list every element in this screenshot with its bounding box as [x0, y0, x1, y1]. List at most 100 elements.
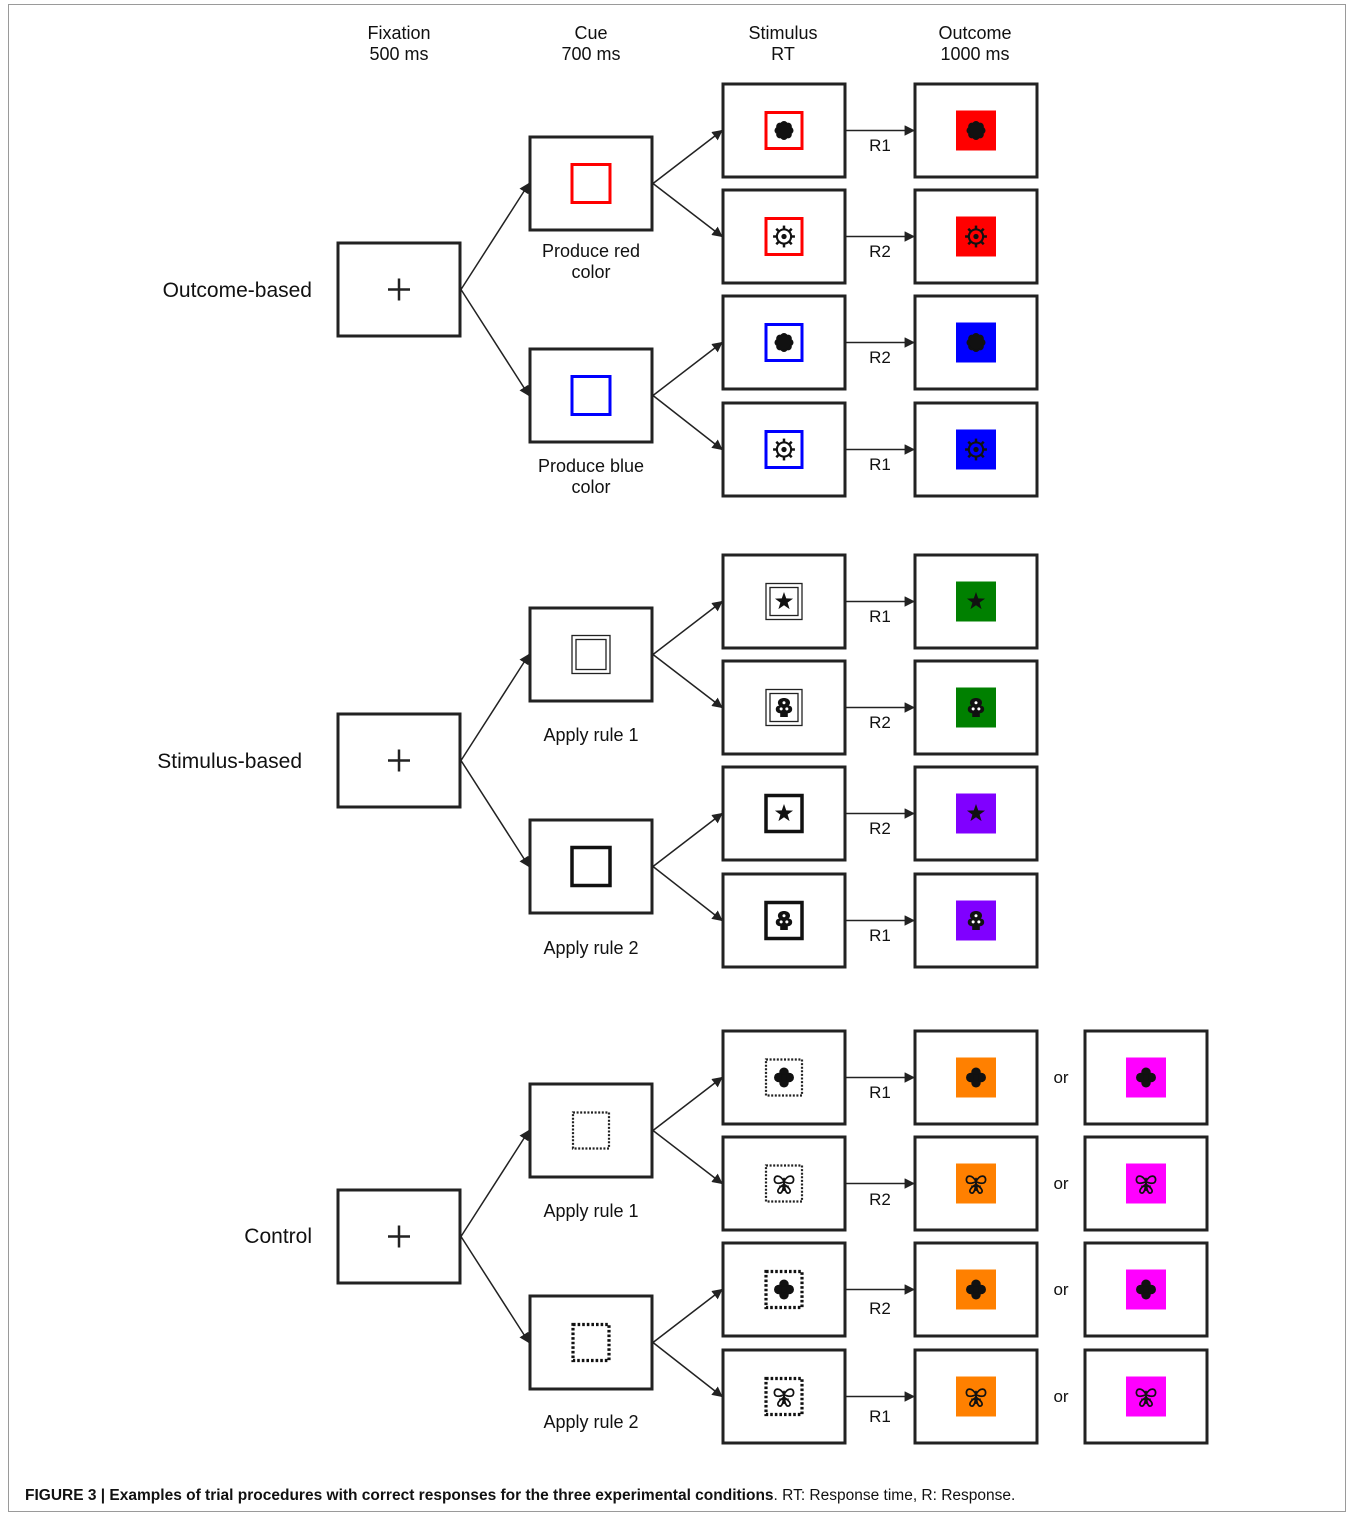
- gear-tooth: [980, 240, 985, 246]
- gear-tooth: [980, 440, 985, 446]
- flow-arrow: [652, 812, 723, 868]
- star-icon: [774, 592, 794, 610]
- header-stimulus-duration: RT: [771, 44, 795, 64]
- cue-frame: [570, 375, 612, 416]
- ornament-hole: [974, 701, 978, 705]
- header-fixation-duration: 500 ms: [369, 44, 429, 64]
- butterfly-wing: [965, 1175, 978, 1185]
- flower-icon: [966, 121, 986, 140]
- response-label: R2: [869, 819, 891, 838]
- clover-center: [1143, 1286, 1149, 1293]
- clover-center: [973, 1286, 979, 1293]
- or-label: or: [1053, 1174, 1069, 1193]
- stimulus-box: [721, 1241, 847, 1338]
- condition-label-outcome-based: Outcome-based: [162, 279, 312, 302]
- star-shape: [774, 592, 794, 610]
- stimulus-frame-inner: [769, 692, 799, 723]
- or-label: or: [1053, 1068, 1069, 1087]
- butterfly-wing: [974, 1175, 987, 1185]
- header-fixation: Fixation 500 ms: [319, 23, 479, 65]
- cue-caption: Produce red color: [501, 241, 681, 283]
- stimulus-frame: [764, 900, 804, 941]
- ornament-hole: [977, 707, 981, 711]
- flow-arrow: [652, 182, 723, 238]
- flow-arrow: [652, 1076, 723, 1132]
- condition-label-control: Control: [244, 1225, 312, 1248]
- response-label: R2: [869, 242, 891, 261]
- clover-center: [1143, 1074, 1149, 1081]
- flow-arrow: [460, 182, 530, 290]
- ornament-icon: [775, 911, 793, 930]
- star-shape: [966, 592, 986, 610]
- flow-arrow: [652, 653, 723, 709]
- ornament-hole: [971, 920, 975, 924]
- header-stimulus-title: Stimulus: [748, 23, 818, 43]
- response-label: R1: [869, 1407, 891, 1426]
- gear-tooth: [967, 453, 972, 459]
- ornament-shape: [775, 911, 793, 930]
- flow-arrow: [652, 394, 723, 451]
- response-label: R1: [869, 1083, 891, 1102]
- butterfly-wing: [1144, 1388, 1157, 1398]
- flow-arrow: [460, 289, 530, 397]
- flow-arrow: [652, 600, 723, 656]
- gear-hub: [781, 446, 787, 453]
- figure-caption-bold: FIGURE 3 | Examples of trial procedures …: [25, 1487, 774, 1504]
- ornament-hole: [782, 701, 786, 705]
- ornament-icon: [967, 911, 985, 930]
- gear-icon: [965, 438, 987, 461]
- figure-caption-rest: . RT: Response time, R: Response.: [773, 1487, 1016, 1504]
- gear-hub: [973, 446, 979, 453]
- ornament-icon: [967, 698, 985, 717]
- ornament-hole: [785, 707, 789, 711]
- clover-icon: [1136, 1067, 1156, 1088]
- gear-tooth: [967, 440, 972, 446]
- response-label: R1: [869, 607, 891, 626]
- butterfly-wing: [1144, 1175, 1157, 1185]
- ornament-hole: [779, 920, 783, 924]
- ornament-hole: [977, 920, 981, 924]
- cue-caption-line: Produce blue: [537, 456, 645, 476]
- gear-icon: [773, 225, 795, 248]
- butterfly-icon: [1135, 1388, 1157, 1407]
- gear-ring: [967, 228, 985, 245]
- gear-tooth: [788, 240, 793, 246]
- stimulus-frame-inner: [769, 586, 799, 617]
- star-icon: [966, 804, 986, 822]
- clover-center: [781, 1074, 787, 1081]
- butterfly-wing: [782, 1388, 795, 1398]
- header-outcome-duration: 1000 ms: [940, 44, 1010, 64]
- ornament-shape: [775, 698, 793, 717]
- header-cue-duration: 700 ms: [561, 44, 621, 64]
- butterfly-icon: [773, 1388, 795, 1407]
- clover-center: [781, 1286, 787, 1293]
- cue-box: [528, 1082, 654, 1179]
- butterfly-icon: [965, 1175, 987, 1194]
- stimulus-frame: [764, 1164, 804, 1203]
- butterfly-icon: [773, 1175, 795, 1194]
- flow-arrow: [460, 1129, 530, 1237]
- gear-ring: [775, 441, 793, 458]
- response-label: R2: [869, 1299, 891, 1318]
- flow-arrow: [652, 1341, 723, 1398]
- star-icon: [966, 592, 986, 610]
- clover-icon: [966, 1067, 986, 1088]
- ornament-hole: [974, 914, 978, 918]
- cue-frame: [570, 845, 612, 888]
- cue-frame: [571, 1111, 611, 1150]
- cue-caption: Apply rule 2: [501, 938, 681, 959]
- trial-procedure-diagram: [336, 82, 1209, 1445]
- cue-caption-line: Apply rule 2: [543, 1412, 639, 1432]
- gear-tooth: [788, 440, 793, 446]
- gear-tooth: [775, 240, 780, 246]
- gear-tooth: [775, 440, 780, 446]
- flow-arrow: [652, 1129, 723, 1185]
- cue-box: [528, 606, 654, 703]
- cue-caption-line: Produce red: [541, 241, 641, 261]
- clover-icon: [774, 1279, 794, 1300]
- gear-tooth: [967, 227, 972, 233]
- flow-arrow: [460, 760, 530, 868]
- star-icon: [774, 804, 794, 822]
- ornament-icon: [775, 698, 793, 717]
- or-label: or: [1053, 1387, 1069, 1406]
